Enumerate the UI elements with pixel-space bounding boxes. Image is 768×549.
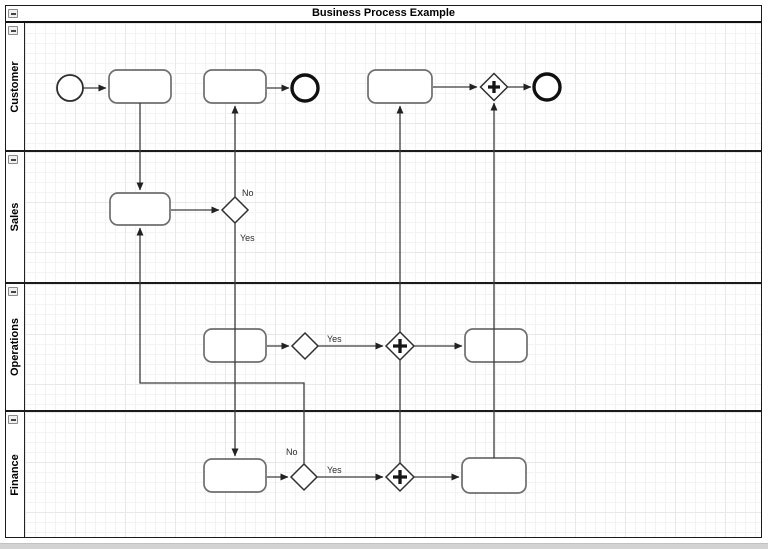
collapse-lane-finance-icon[interactable] [8, 415, 18, 424]
end-event-1[interactable] [290, 73, 320, 103]
task-operations-2[interactable] [464, 328, 528, 363]
canvas-bottom-edge [0, 543, 768, 549]
exclusive-gateway-sales[interactable] [220, 195, 250, 225]
flow-label-fin-no: No [286, 447, 298, 457]
flow-label-fin-yes: Yes [327, 465, 342, 475]
task-customer-2[interactable] [203, 69, 267, 104]
flow-label-sales-yes: Yes [240, 233, 255, 243]
minus-icon [10, 13, 16, 15]
task-customer-1[interactable] [108, 69, 172, 104]
parallel-gateway-finance[interactable] [384, 461, 416, 493]
plus-icon [488, 81, 500, 93]
collapse-pool-icon[interactable] [8, 9, 18, 18]
task-finance-1[interactable] [203, 458, 267, 493]
flow-fin-no-to-s1[interactable] [136, 227, 305, 464]
flow-label-ops-yes: Yes [327, 334, 342, 344]
end-event-2[interactable] [532, 72, 562, 102]
minus-icon [10, 291, 16, 293]
minus-icon [10, 419, 16, 421]
flow-label-sales-no: No [242, 188, 254, 198]
pool-title: Business Process Example [311, 7, 456, 19]
lane-header-operations: Operations [6, 284, 25, 410]
lane-header-finance: Finance [6, 412, 25, 537]
task-sales-1[interactable] [109, 192, 171, 226]
plus-icon [393, 339, 407, 353]
start-event[interactable] [56, 74, 84, 102]
collapse-lane-operations-icon[interactable] [8, 287, 18, 296]
task-finance-2[interactable] [461, 457, 527, 494]
minus-icon [10, 159, 16, 161]
exclusive-gateway-operations[interactable] [290, 331, 320, 361]
parallel-gateway-customer[interactable] [479, 72, 509, 102]
lane-header-customer: Customer [6, 23, 25, 151]
exclusive-gateway-finance[interactable] [289, 462, 319, 492]
lane-header-sales: Sales [6, 152, 25, 282]
task-customer-3[interactable] [367, 69, 433, 104]
collapse-lane-customer-icon[interactable] [8, 26, 18, 35]
parallel-gateway-operations[interactable] [384, 330, 416, 362]
collapse-lane-sales-icon[interactable] [8, 155, 18, 164]
plus-icon [393, 470, 407, 484]
minus-icon [10, 30, 16, 32]
pool-title-bar: Business Process Example [6, 6, 761, 23]
